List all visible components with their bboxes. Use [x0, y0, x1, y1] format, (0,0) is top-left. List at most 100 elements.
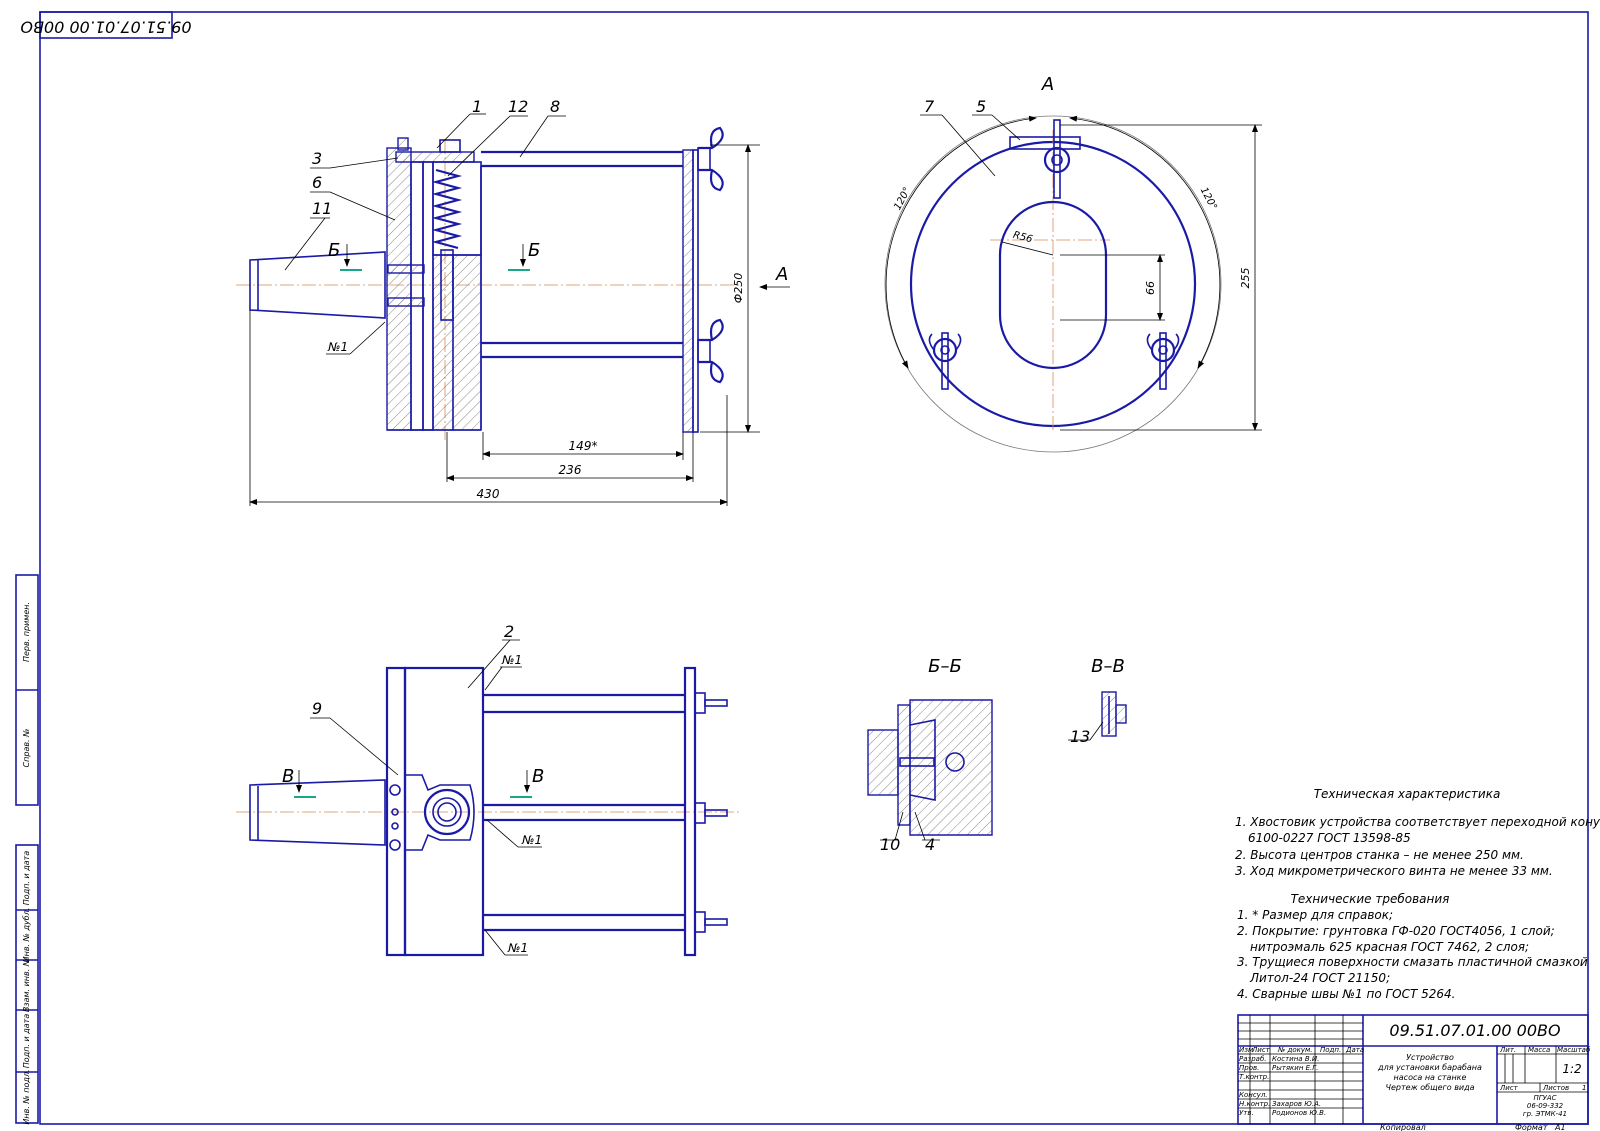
mass-label: Масса — [1528, 1046, 1550, 1054]
doc-number: 09.51.07.01.00 00ВО — [1389, 1021, 1560, 1040]
view-a-label-5: 5 — [976, 97, 986, 116]
col-head-sign: Подп. — [1320, 1046, 1341, 1054]
plate-6 — [386, 147, 412, 431]
tech-req-line-4: 3. Трущиеся поверхности смазать пластичн… — [1237, 955, 1588, 969]
main-label-weld: №1 — [327, 340, 348, 354]
tech-req-title: Технические требования — [1291, 892, 1450, 906]
dim-255: 255 — [1239, 268, 1252, 289]
dim-66: 66 — [1144, 281, 1157, 295]
name-line-4: Чертеж общего вида — [1385, 1083, 1474, 1092]
main-label-12: 12 — [508, 97, 528, 116]
section-bb: Б–Б 10 4 — [867, 656, 993, 854]
strip-label-dup-inv: Инв. № дубл. — [22, 908, 31, 963]
tech-req-line-6: 4. Сварные швы №1 по ГОСТ 5264. — [1237, 987, 1455, 1001]
strip-label-repl-inv: Взам. инв. № — [22, 958, 31, 1012]
tech-req-line-3: нитроэмаль 625 красная ГОСТ 7462, 2 слоя… — [1250, 940, 1529, 954]
bottom-shank — [249, 779, 386, 846]
role-tkontr: Т.контр. — [1239, 1073, 1269, 1081]
strip-label-ref-no: Справ. № — [22, 729, 31, 768]
view-arrow-a: A — [775, 264, 788, 285]
name-nkontr: Захаров Ю.А. — [1272, 1100, 1321, 1108]
col-head-list: Лист — [1251, 1046, 1271, 1054]
name-line-1: Устройство — [1406, 1053, 1454, 1062]
tech-req-line-1: 1. * Размер для справок; — [1237, 908, 1393, 922]
shank-cone — [249, 251, 386, 319]
tech-char-line-3: 2. Высота центров станка – не менее 250 … — [1235, 848, 1524, 862]
sheet-frame: 09.51.07.01.00 00ВО — [20, 11, 1589, 1125]
main-label-1: 1 — [472, 97, 482, 116]
role-konsul: Консул. — [1239, 1091, 1268, 1099]
tech-char-line-4: 3. Ход микрометрического винта не менее … — [1235, 864, 1553, 878]
tech-requirements: Технические требования 1. * Размер для с… — [1237, 892, 1588, 1001]
main-label-3: 3 — [312, 149, 322, 168]
title-block: Изм Лист № докум. Подп. Дата Разраб. Кос… — [1237, 1014, 1591, 1131]
col-head-doc: № докум. — [1277, 1046, 1313, 1054]
left-strip: Перв. примен. Справ. № Подп. и дата Инв.… — [15, 574, 39, 1125]
strip-label-first-use: Перв. примен. — [22, 602, 31, 662]
dim-diameter-250: Ф250 — [732, 273, 745, 303]
section-bb-label-4: 4 — [925, 835, 935, 854]
bottom-view: 2 9 №1 №1 №1 В В — [236, 622, 740, 957]
section-mark-v-left: В — [282, 766, 294, 787]
rotated-doc-code: 09.51.07.01.00 00ВО — [20, 18, 191, 37]
dim-r56: R56 — [1012, 230, 1034, 246]
wing-nut-top — [698, 126, 724, 192]
tech-char-line-1: 1. Хвостовик устройства соответствует пе… — [1235, 815, 1600, 829]
dim-236: 236 — [559, 463, 582, 477]
tech-req-line-5: Литол-24 ГОСТ 21150; — [1249, 971, 1390, 985]
org-line-1: ПГУАС — [1533, 1094, 1556, 1102]
role-utv: Утв. — [1239, 1109, 1254, 1117]
strip-label-sign-date-2: Подп. и дата — [22, 1014, 31, 1069]
role-prov: Пров. — [1239, 1064, 1259, 1072]
section-mark-b-left: Б — [328, 240, 340, 261]
dim-430: 430 — [477, 487, 500, 501]
name-line-3: насоса на станке — [1394, 1073, 1467, 1082]
bottom-label-2: 2 — [504, 622, 514, 641]
spring — [431, 168, 463, 250]
view-a: A 7 5 R56 66 — [884, 74, 1262, 453]
main-view: 1 12 8 3 6 11 №1 Б Б A Ф250 149* — [236, 97, 790, 506]
role-razrab: Разраб. — [1239, 1055, 1267, 1063]
bottom-weld-3: №1 — [507, 941, 528, 955]
tech-char-title: Техническая характеристика — [1314, 787, 1501, 801]
sheets-label: Листов — [1542, 1084, 1569, 1092]
section-bb-title: Б–Б — [928, 656, 962, 677]
copied-label: Копировал — [1380, 1123, 1426, 1131]
strip-label-orig-inv: Инв. № подл. — [22, 1069, 31, 1124]
strip-label-sign-date-1: Подп. и дата — [22, 851, 31, 906]
main-label-6: 6 — [312, 173, 322, 192]
col-head-date: Дата — [1345, 1046, 1364, 1054]
wing-nut-bottom — [698, 318, 724, 384]
tech-characteristics: Техническая характеристика 1. Хвостовик … — [1235, 787, 1600, 878]
name-utv: Родионов Ю.В. — [1272, 1109, 1326, 1117]
name-prov: Рытякин Е.Г. — [1272, 1064, 1318, 1072]
tech-req-line-2: 2. Покрытие: грунтовка ГФ-020 ГОСТ4056, … — [1237, 924, 1555, 938]
scale-label: Масштаб — [1557, 1046, 1591, 1054]
dim-149: 149* — [569, 439, 598, 453]
section-vv-label-13: 13 — [1070, 727, 1090, 746]
sheet-label: Лист — [1499, 1084, 1519, 1092]
name-line-2: для установки барабана — [1377, 1063, 1482, 1072]
plate-2 — [385, 666, 407, 957]
section-bb-label-10: 10 — [880, 835, 900, 854]
col-head-izm: Изм — [1239, 1046, 1254, 1054]
org-line-2: 06-09-332 — [1527, 1102, 1564, 1110]
section-mark-b-right: Б — [528, 240, 540, 261]
view-a-title: A — [1041, 74, 1054, 95]
scale-value: 1:2 — [1562, 1062, 1581, 1076]
main-label-11: 11 — [312, 199, 332, 218]
section-vv-title: В–В — [1091, 656, 1125, 677]
org-line-3: гр. ЭТМК-41 — [1523, 1110, 1567, 1118]
section-vv: В–В 13 — [1068, 656, 1127, 746]
section-mark-v-right: В — [532, 766, 544, 787]
bottom-weld-1: №1 — [501, 653, 522, 667]
view-a-label-7: 7 — [924, 97, 935, 116]
lit-label: Лит. — [1499, 1046, 1516, 1054]
format-value: А1 — [1554, 1123, 1566, 1131]
bottom-label-9: 9 — [312, 699, 322, 718]
sheets-value: 1 — [1582, 1084, 1586, 1092]
tech-char-line-2: 6100-0227 ГОСТ 13598-85 — [1248, 831, 1411, 845]
bottom-weld-2: №1 — [521, 833, 542, 847]
name-razrab: Костина В.И. — [1272, 1055, 1319, 1063]
